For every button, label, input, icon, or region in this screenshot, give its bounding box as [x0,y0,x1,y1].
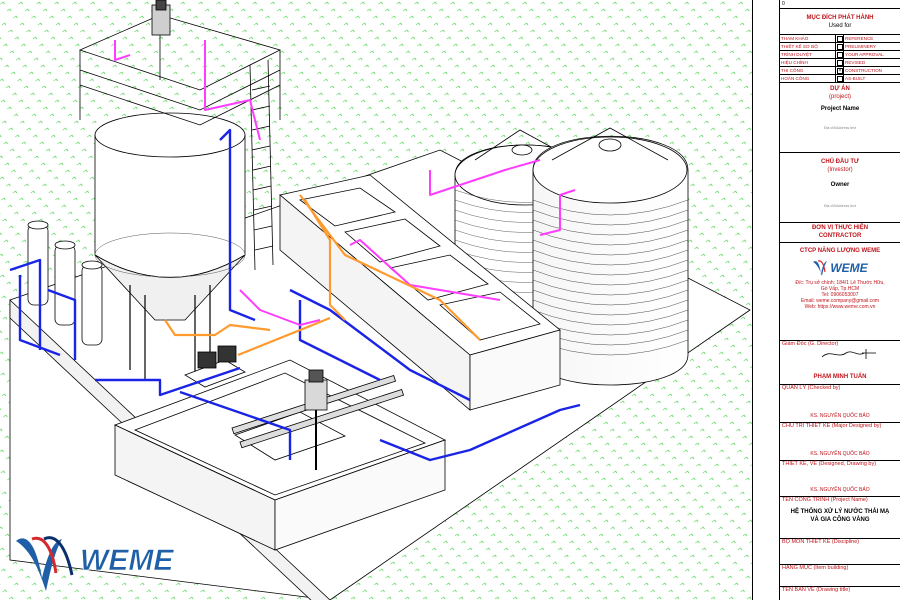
work-label: TÊN CÔNG TRÌNH (Project Name) [782,497,868,503]
item-section: HẠNG MỤC (Item building) [780,565,900,587]
investor-label: CHỦ ĐẦU TƯ [821,159,859,165]
purpose-en: REVISED [844,59,900,67]
work-title-line-2: VÀ GIA CÔNG VÀNG [810,516,870,523]
purpose-title: MỤC ĐÍCH PHÁT HÀNH [806,15,874,21]
contractor-web: Web: https://www.weme.com.vn [804,303,876,310]
director-section: Giám Đốc (G. Director) PHẠM MINH TUẤN [780,341,900,385]
purpose-vn: THAM KHẢO [780,35,836,43]
contractor-logo-text: WEME [830,260,868,275]
purpose-en: AS-BUILT [844,75,900,83]
purpose-vn: THI CÔNG [780,67,836,75]
purpose-en: CONSTRUCTION [844,67,900,75]
purpose-en: REFERENCE [844,35,900,43]
mixer-motor [304,369,328,470]
contractor-name: CTCP NĂNG LƯỢNG WEME [799,248,881,254]
purpose-checkbox[interactable] [836,43,844,51]
purpose-title-en: Used for [828,22,852,29]
purpose-checkbox[interactable] [836,59,844,67]
blue-piping [9,128,581,462]
title-block-strip [752,0,779,600]
purpose-en: PRELIMINERY [844,43,900,51]
investor-label-en: (Investor) [827,166,853,173]
weme-logo [16,536,74,591]
magenta-piping [114,40,576,326]
work-title-section: TÊN CÔNG TRÌNH (Project Name) HỆ THỐNG X… [780,497,900,539]
drafter-name: KS. NGUYỄN QUỐC BẢO [810,487,870,493]
sheet-label: TÊN BẢN VẼ (Drawing title) [782,587,851,593]
investor-section: CHỦ ĐẦU TƯ (Investor) Owner Địa chỉ/Addr… [780,153,900,223]
work-title-line-1: HỆ THỐNG XỬ LÝ NƯỚC THẢI MẠ [790,509,890,515]
contractor-section: CTCP NĂNG LƯỢNG WEME WEME Đ/c: Trụ sở ch… [780,243,900,341]
reactor-tank [94,112,246,380]
purpose-vn: HOÀN CÔNG [780,75,836,83]
discipline-label: BỘ MÔN THIẾT KẾ (Discipline) [782,539,860,545]
lead-designer-name: KS. NGUYỄN QUỐC BẢO [810,451,870,457]
owner-name: Owner [830,182,850,188]
weme-mark-icon [813,259,828,276]
manager-label: QUẢN LÝ (Checked by) [782,385,841,391]
director-name: PHẠM MINH TUẤN [813,373,867,380]
title-block: 0 MỤC ĐÍCH PHÁT HÀNH Used for THAM KHẢO … [779,0,900,600]
purpose-vn: HIỆU CHỈNH [780,59,836,67]
contractor-tel: Tel: 0906053007 [821,291,859,298]
contractor-address-1: Đ/c: Trụ sở chính: 184/1 Lê Thước Hữu, [795,279,885,286]
purpose-vn: TRÌNH DUYỆT [780,51,836,59]
director-label: Giám Đốc (G. Director) [782,341,839,347]
purpose-checklist: THAM KHẢO REFERENCE THIẾT KẾ SƠ BỘ PRELI… [780,35,900,83]
purpose-en: YOUR APPROVAL [844,51,900,59]
contractor-header: ĐƠN VỊ THỰC HIỆN CONTRACTOR [780,223,900,243]
signature-icon [821,349,876,359]
purpose-checkbox-checked[interactable] [836,67,844,75]
purpose-checkbox[interactable] [836,35,844,43]
purpose-checkbox[interactable] [836,51,844,59]
purpose-vn: THIẾT KẾ SƠ BỘ [780,43,836,51]
project-label: DỰ ÁN [830,86,850,92]
contractor-logo: WEME [780,256,900,280]
manager-name: KS. NGUYỄN QUỐC BẢO [810,413,870,419]
project-label-en: (project) [828,93,851,100]
purpose-header: MỤC ĐÍCH PHÁT HÀNH Used for [780,9,900,35]
contractor-email: Email: weme.company@gmail.com [800,297,880,304]
access-ladder [249,59,274,271]
item-label: HẠNG MỤC (Item building) [782,565,849,571]
discipline-section: BỘ MÔN THIẾT KẾ (Discipline) [780,539,900,565]
lead-designer-label: CHỦ TRÌ THIẾT KẾ (Major Designed by) [782,423,882,429]
drafter-section: THIẾT KẾ, VẼ (Designed, Drawing by) KS. … [780,461,900,497]
owner-address: Địa chỉ/Address text [824,203,856,208]
sheet-title-section: TÊN BẢN VẼ (Drawing title) [780,587,900,600]
dosing-columns [27,220,103,346]
compartment-tank [279,174,561,411]
lead-designer-section: CHỦ TRÌ THIẾT KẾ (Major Designed by) KS.… [780,423,900,461]
contractor-address-2: Gò Vấp, Tp.HCM [820,285,860,292]
project-section: DỰ ÁN (project) Project Name Địa chỉ/Add… [780,83,900,153]
project-name: Project Name [820,106,860,112]
storage-tank-front [532,127,689,386]
revision-number: 0 [780,0,900,9]
reactor-platform [78,0,282,126]
contractor-label-en: CONTRACTOR [818,232,862,239]
contractor-label: ĐƠN VỊ THỰC HIỆN [811,225,869,231]
purpose-checkbox[interactable] [836,75,844,83]
manager-section: QUẢN LÝ (Checked by) KS. NGUYỄN QUỐC BẢO [780,385,900,423]
orange-piping [164,194,481,357]
project-address: Địa chỉ/Address text [824,125,856,130]
weme-logo-wordmark: WEME [80,544,174,577]
drafter-label: THIẾT KẾ, VẼ (Designed, Drawing by) [782,461,877,467]
